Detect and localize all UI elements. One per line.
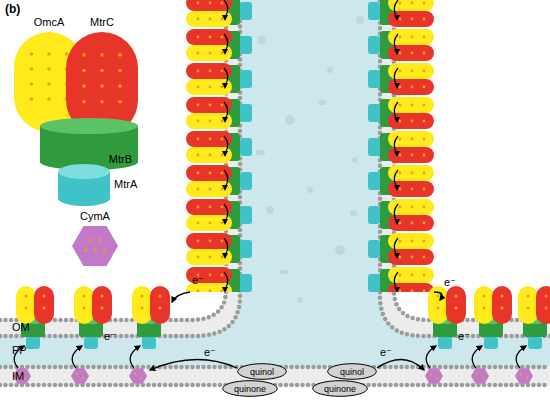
layer-label: OM	[12, 321, 30, 334]
mtrb-key-shape: MtrB	[40, 118, 138, 170]
electron-label: e⁻	[380, 346, 392, 359]
protein-label: MtrA	[114, 178, 137, 191]
lumen-particles	[256, 16, 364, 303]
protein-label: quinol	[327, 366, 377, 378]
electron-label: e⁻	[104, 330, 116, 343]
protein-label: MtrC	[66, 16, 138, 29]
electron-arrows	[14, 292, 526, 370]
quinol-ellipse: quinol	[237, 363, 287, 380]
protein-label: CymA	[72, 210, 118, 223]
mtra-key-shape	[58, 164, 110, 206]
cyma-key-shape	[72, 226, 118, 266]
nanowire-complexes	[368, 0, 438, 292]
nanowire-complexes	[186, 0, 256, 292]
quinone-ellipse: quinone	[312, 380, 368, 397]
electron-label: e⁻	[444, 276, 456, 289]
layer-label: PP	[12, 344, 27, 357]
layer-label: IM	[12, 370, 24, 383]
electron-label: e⁻	[204, 346, 216, 359]
quinol-ellipse: quinol	[327, 363, 377, 380]
protein-label: OmcA	[14, 16, 84, 29]
membrane-complexes	[16, 286, 550, 349]
lipid-heads	[0, 0, 550, 385]
quinone-ellipse: quinone	[222, 380, 278, 397]
electron-label: e⁻	[192, 274, 204, 287]
panel-letter: (b)	[5, 3, 20, 16]
mtra-key-shape: MtrA	[58, 164, 110, 206]
protein-label: quinone	[222, 383, 278, 395]
protein-label: quinone	[312, 383, 368, 395]
protein-label: quinol	[237, 366, 287, 378]
periplasm-and-lumen	[0, 0, 550, 366]
cyma-key-shape: CymA	[72, 226, 118, 266]
electron-label: e⁻	[458, 330, 470, 343]
protein-label: MtrB	[109, 153, 132, 166]
